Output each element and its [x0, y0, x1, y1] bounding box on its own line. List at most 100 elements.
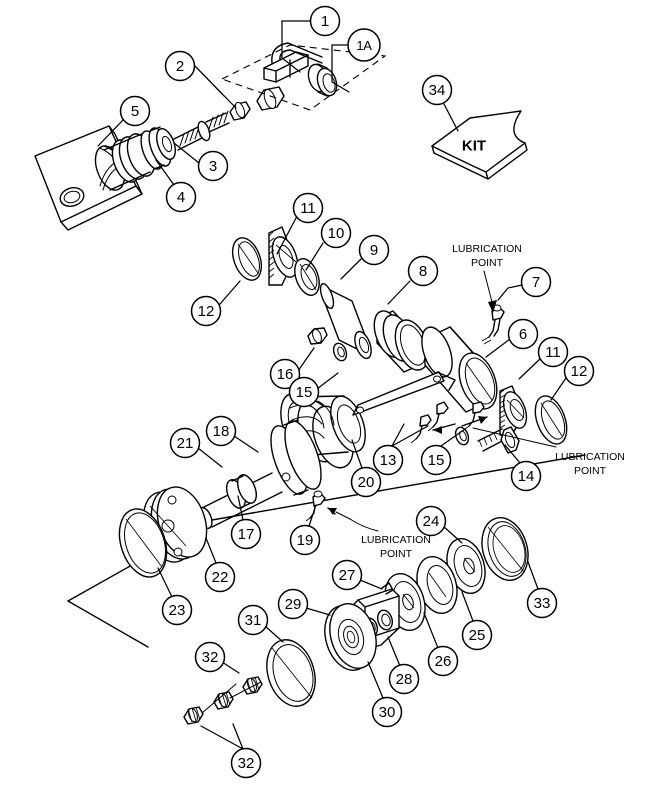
callout-20[interactable]: 20: [350, 439, 382, 498]
callout-bubble[interactable]: [563, 355, 595, 387]
callout-12[interactable]: 12: [190, 280, 241, 327]
callout-bubble[interactable]: [461, 619, 493, 651]
callout-bubble[interactable]: [165, 181, 197, 213]
callout-1[interactable]: 1: [281, 5, 341, 73]
callout-bubble[interactable]: [230, 518, 262, 550]
callout-31[interactable]: 31: [237, 604, 284, 643]
callout-32[interactable]: 32: [194, 641, 240, 674]
callout-bubble[interactable]: [537, 336, 569, 368]
callout-13[interactable]: 13: [372, 423, 429, 476]
callout-bubble[interactable]: [169, 427, 201, 459]
callout-1A[interactable]: 1A: [331, 28, 381, 93]
callout-27[interactable]: 27: [331, 559, 383, 591]
leader-line: [340, 258, 362, 280]
callout-4[interactable]: 4: [155, 159, 197, 213]
callout-number: 21: [177, 435, 194, 452]
callout-10[interactable]: 10: [305, 217, 352, 271]
callout-bubble[interactable]: [190, 295, 222, 327]
callout-34[interactable]: 34: [421, 74, 459, 132]
callout-bubble[interactable]: [269, 358, 301, 390]
leader-line: [197, 447, 223, 468]
callout-bubble[interactable]: [427, 645, 459, 677]
callout-16[interactable]: 16: [269, 347, 315, 390]
bearing-stack-upper: [231, 226, 430, 373]
callout-bubble[interactable]: [289, 524, 321, 556]
callout-15[interactable]: 15: [288, 372, 339, 408]
callout-26[interactable]: 26: [423, 612, 459, 677]
callout-bubble[interactable]: [371, 696, 403, 728]
callout-bubble[interactable]: [372, 444, 404, 476]
callout-bubble[interactable]: [204, 561, 236, 593]
leader-line: [461, 591, 474, 622]
callout-bubble[interactable]: [510, 460, 542, 492]
callout-bubble[interactable]: [520, 266, 552, 298]
callout-8[interactable]: 8: [387, 255, 439, 305]
callout-bubble[interactable]: [161, 594, 193, 626]
callout-19[interactable]: 19: [289, 504, 321, 556]
callout-bubble[interactable]: [420, 444, 452, 476]
callout-bubble[interactable]: [309, 5, 341, 37]
callout-bubble[interactable]: [415, 505, 447, 537]
leader-line: [308, 504, 317, 527]
callout-28[interactable]: 28: [387, 636, 420, 695]
callout-23[interactable]: 23: [157, 567, 193, 626]
callout-32[interactable]: 32: [200, 723, 262, 779]
callout-bubble[interactable]: [230, 747, 262, 779]
callout-33[interactable]: 33: [526, 561, 558, 619]
callout-bubble[interactable]: [347, 28, 381, 62]
callout-3[interactable]: 3: [173, 142, 229, 182]
leader-line: [387, 280, 411, 305]
callout-bubble[interactable]: [507, 318, 539, 350]
callout-bubble[interactable]: [119, 95, 151, 127]
callout-number: 3: [209, 158, 217, 175]
callout-22[interactable]: 22: [204, 537, 236, 593]
collar-washers: [140, 126, 176, 170]
hex-nut-32c: [183, 706, 204, 725]
callout-7[interactable]: 7: [497, 266, 552, 301]
callout-number: 4: [177, 189, 185, 206]
callout-29[interactable]: 29: [277, 588, 331, 620]
callout-bubble[interactable]: [194, 641, 226, 673]
callout-18[interactable]: 18: [205, 415, 259, 453]
callout-bubble[interactable]: [205, 415, 237, 447]
leader-line: [157, 567, 173, 598]
callout-bubble[interactable]: [331, 559, 363, 591]
leader-line: [351, 439, 363, 469]
callout-bubble[interactable]: [358, 234, 390, 266]
callout-14[interactable]: 14: [504, 444, 542, 492]
callout-25[interactable]: 25: [461, 591, 493, 651]
callout-2[interactable]: 2: [164, 50, 237, 109]
callout-bubble[interactable]: [421, 74, 453, 106]
callout-12[interactable]: 12: [550, 355, 595, 401]
callout-11[interactable]: 11: [518, 336, 569, 380]
callout-bubble[interactable]: [288, 376, 320, 408]
callout-bubble[interactable]: [350, 466, 382, 498]
callout-6[interactable]: 6: [485, 318, 539, 358]
callout-number: 15: [296, 384, 313, 401]
callout-bubble[interactable]: [388, 663, 420, 695]
callout-bubble[interactable]: [164, 50, 196, 82]
callout-17[interactable]: 17: [230, 495, 262, 550]
callout-bubble[interactable]: [320, 217, 352, 249]
seal-ring-12: [231, 237, 263, 281]
callout-bubble[interactable]: [407, 255, 439, 287]
callout-24[interactable]: 24: [415, 505, 463, 544]
callout-bubble[interactable]: [197, 150, 229, 182]
callout-15[interactable]: 15: [420, 428, 466, 476]
callout-21[interactable]: 21: [169, 427, 223, 468]
callout-bubble[interactable]: [277, 588, 309, 620]
callout-bubble[interactable]: [526, 587, 558, 619]
seal-ring-12b: [534, 395, 568, 445]
leader-line: [237, 495, 244, 521]
callout-bubble[interactable]: [237, 604, 269, 636]
lubrication-annotation-2: LUBRICATION POINT: [472, 427, 625, 477]
callout-number: 5: [131, 103, 139, 120]
leader-line: [504, 444, 521, 464]
callout-11[interactable]: 11: [276, 192, 324, 255]
callout-30[interactable]: 30: [367, 661, 403, 728]
grease-fitting-13b: [427, 401, 449, 432]
callout-5[interactable]: 5: [97, 95, 151, 147]
callout-bubble[interactable]: [292, 192, 324, 224]
callout-9[interactable]: 9: [340, 234, 390, 280]
end-assembly-right: [384, 517, 529, 631]
